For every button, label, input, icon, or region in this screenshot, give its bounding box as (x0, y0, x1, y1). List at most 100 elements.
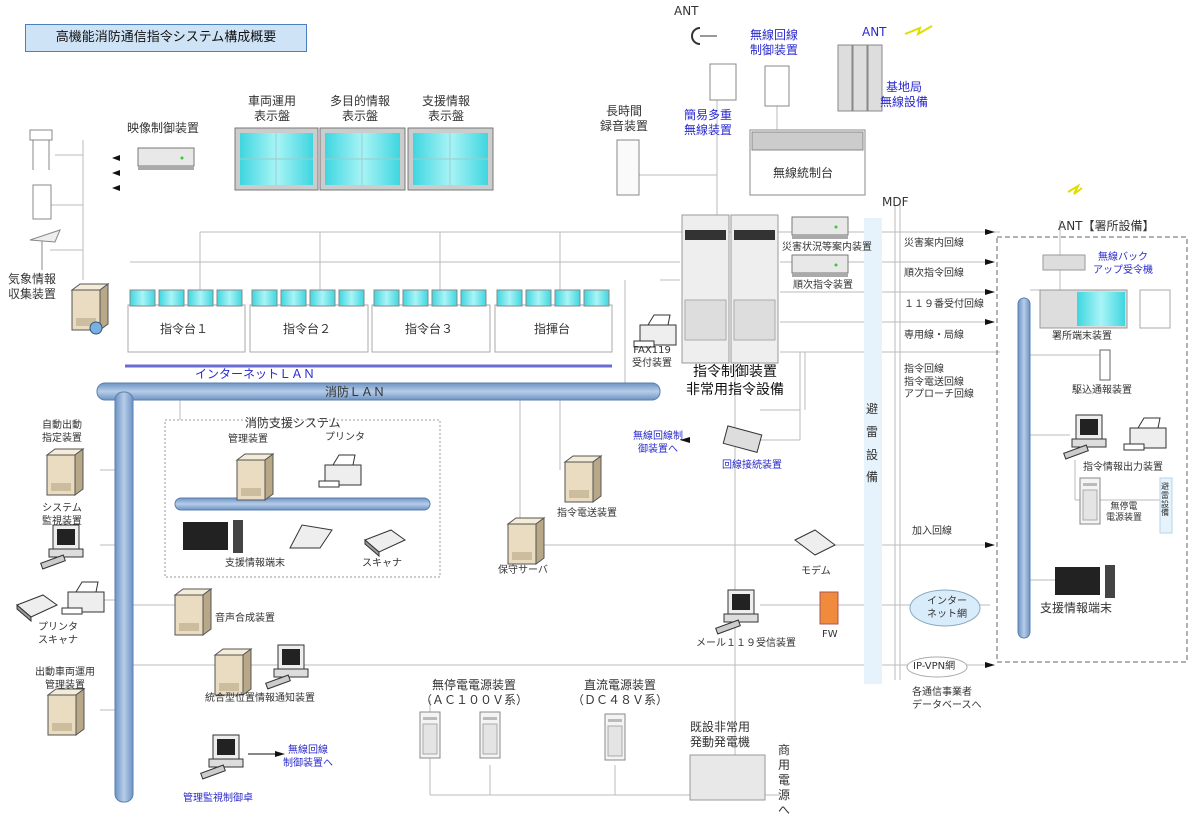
generator-icon (689, 754, 766, 801)
command-control-label: 指令制御装置 非常用指令設備 (686, 364, 784, 398)
support-terminal-monitor-icon (183, 522, 228, 550)
station-lightning-label: 避 雷 設 備 (1161, 482, 1169, 518)
ipvpn-label: IP-VPN網 (913, 661, 956, 672)
support-terminal-label: 支援情報端末 (225, 558, 285, 569)
emergency-report-icon (1099, 349, 1111, 381)
video-controller-label: 映像制御装置 (127, 121, 200, 135)
voice-synth-server-icon (174, 588, 212, 636)
transmission-label: 指令電送装置 (557, 508, 617, 519)
left-printer-icon (61, 581, 105, 615)
disaster-guide-label: 災害状況等案内装置 (782, 242, 872, 253)
lightning-label: 避 雷 設 備 (866, 402, 879, 485)
mgmt-console-pc-icon (200, 734, 244, 780)
internet-label: インター ネット網 (927, 596, 967, 620)
support-scanner-label: スキャナ (362, 558, 402, 569)
support-system-title: 消防支援システム (245, 416, 341, 430)
command-console-label: 指揮台 (534, 322, 571, 336)
mail119-pc-icon (715, 589, 759, 635)
arrow-heads (112, 155, 995, 757)
ant-label-left: ANT (674, 4, 699, 18)
vehicle-display-label: 車両運用 表示盤 (248, 94, 297, 123)
weather-server-icon (71, 283, 109, 331)
mdf-label: MDF (882, 195, 909, 209)
long-recorder-label: 長時間 録音装置 (600, 104, 649, 133)
station-support-terminal-label: 支援情報端末 (1040, 601, 1113, 615)
station-ups-icon (1079, 477, 1101, 525)
mgmt-console-label: 管理監視制御卓 (183, 793, 253, 804)
station-lan-pipe (1017, 297, 1031, 639)
vehicle-mgmt-label: 出動車両運用 管理装置 (35, 667, 95, 691)
printer-scanner-label: プリンタ スキャナ (38, 622, 78, 646)
support-lan-pipe (174, 497, 431, 511)
generator-label: 既設非常用 発動発電機 (690, 720, 751, 749)
location-notify-label: 統合型位置情報通知装置 (205, 693, 315, 704)
auto-dispatch-label: 自動出動 指定装置 (42, 420, 82, 444)
command-control-racks (681, 214, 779, 364)
simple-multiplex-label: 簡易多重 無線装置 (684, 108, 733, 137)
station-title: ANT【署所設備】 (1058, 219, 1155, 233)
ups-rack-1-icon (419, 711, 441, 759)
ipvpn-oval (906, 656, 968, 678)
backup-receiver-label: 無線バック アップ受令機 (1093, 252, 1153, 276)
station-equipment-box (996, 236, 1188, 663)
station-ups-label: 無停電 電源装置 (1106, 502, 1143, 524)
backup-receiver-icon (1042, 254, 1086, 271)
support-manager-label: 管理装置 (228, 434, 268, 445)
to-radio-ctrl-2-label: 無線回線制 御装置へ (633, 431, 683, 455)
mail119-label: メール１１９受信装置 (696, 638, 796, 649)
radio-line-controller-label: 無線回線 制御装置 (750, 28, 799, 57)
support-system-box (164, 419, 441, 578)
station-lightning-bar (1159, 477, 1173, 534)
maint-server-label: 保守サーバ (498, 565, 548, 576)
video-controller-icon (137, 147, 195, 171)
line-subscriber: 加入回線 (912, 526, 952, 537)
support-printer-icon (318, 454, 362, 488)
support-scanner-icon (364, 529, 406, 557)
modem-icon (794, 529, 836, 556)
auto-dispatch-server-icon (46, 448, 84, 496)
output-device-label: 指令情報出力装置 (1083, 462, 1163, 473)
page-title: 高機能消防通信指令システム構成概要 (25, 24, 307, 52)
modem-label: モデム (801, 566, 831, 577)
line-119: １１９番受付回線 (904, 299, 984, 310)
display-panels (234, 127, 494, 191)
line-connector-icon (722, 425, 763, 453)
line-connector-label: 回線接続装置 (722, 460, 782, 471)
fire-lan-pipe (96, 382, 661, 401)
internet-lan-label: インターネットＬＡＮ (195, 367, 316, 381)
emergency-report-label: 駆込通報装置 (1072, 385, 1132, 396)
console-desks (127, 304, 613, 353)
console-3-label: 指令台３ (405, 322, 454, 336)
to-radio-ctrl-label: 無線回線 制御装置へ (283, 745, 333, 769)
fire-lan-vertical-pipe (114, 391, 134, 803)
system-monitor-label: システム 監視装置 (42, 503, 82, 527)
console-1-label: 指令台１ (160, 322, 209, 336)
carriers-label: 各通信事業者 データベースへ (912, 687, 982, 711)
line-dedicated: 専用線・局線 (904, 330, 964, 341)
system-monitor-pc-icon (40, 524, 84, 570)
sequential-label: 順次指令装置 (793, 280, 853, 291)
line-disaster-guide: 災害案内回線 (904, 238, 964, 249)
console-2-label: 指令台２ (283, 322, 332, 336)
disaster-guide-device-icon (791, 216, 849, 240)
sequential-command-device-icon (791, 254, 849, 278)
weather-label: 気象情報 収集装置 (8, 272, 57, 301)
fax-icon (633, 314, 677, 348)
multi-display-label: 多目的情報 表示盤 (330, 94, 391, 123)
vehicle-mgmt-server-icon (47, 688, 85, 736)
left-scanner-icon (16, 594, 58, 622)
station-printer-icon (1123, 417, 1167, 451)
voice-synth-label: 音声合成装置 (215, 613, 275, 624)
maint-server-icon (507, 517, 545, 565)
fire-lan-label: 消防ＬＡＮ (325, 385, 386, 399)
weather-sensor-icons (29, 129, 61, 270)
dc-rack-icon (604, 713, 626, 761)
ups-rack-2-icon (479, 711, 501, 759)
ups-label: 無停電電源装置 （ＡＣ１００Ｖ系） (420, 678, 529, 707)
internet-cloud-icon (909, 589, 981, 627)
console-monitors (129, 289, 610, 307)
radio-equipment (616, 27, 883, 196)
location-notify-pc-icon (265, 644, 309, 690)
